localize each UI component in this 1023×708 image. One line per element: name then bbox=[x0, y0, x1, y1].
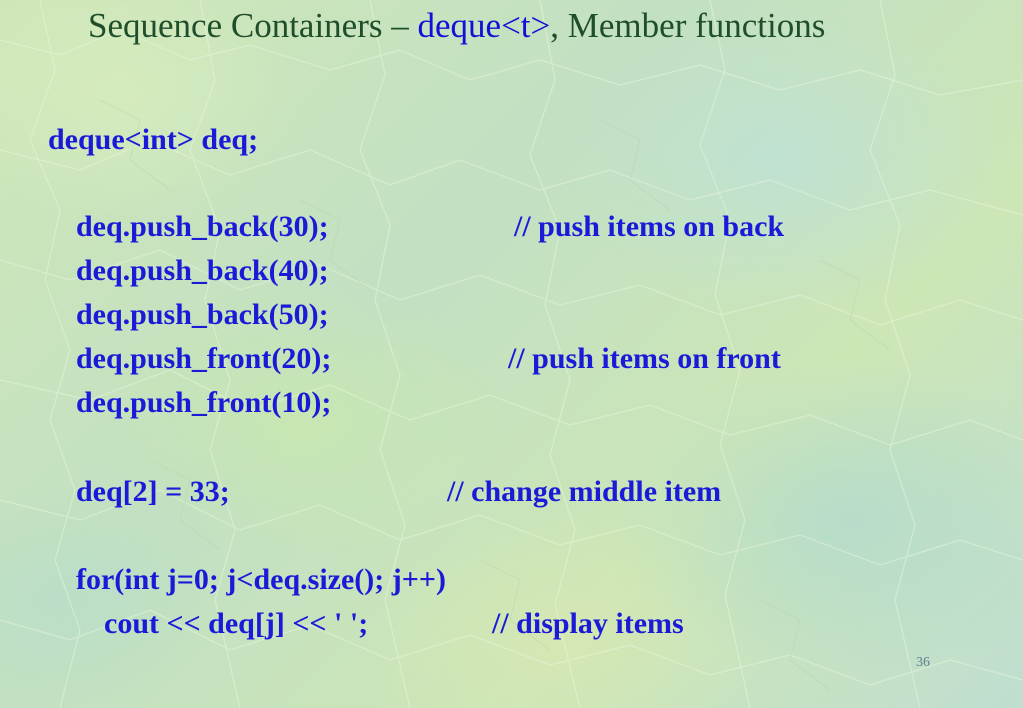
slide-number: 36 bbox=[916, 655, 930, 670]
code-line: deq.push_back(40); bbox=[76, 254, 329, 287]
code-line: deq.push_back(30); bbox=[76, 210, 329, 243]
code-line: deq.push_front(20); bbox=[76, 342, 332, 375]
code-line-declaration: deque<int> deq; bbox=[48, 123, 259, 156]
title-accent: deque<t> bbox=[417, 6, 551, 45]
code-block: deque<int> deq; deq.push_back(30); // pu… bbox=[48, 0, 948, 708]
code-line: cout << deq[j] << ' '; bbox=[104, 607, 369, 640]
title-suffix: , Member functions bbox=[550, 6, 826, 45]
slide-title: Sequence Containers – deque<t>, Member f… bbox=[88, 4, 968, 48]
code-line: for(int j=0; j<deq.size(); j++) bbox=[76, 563, 446, 596]
title-prefix: Sequence Containers – bbox=[88, 6, 418, 45]
code-comment: // push items on front bbox=[508, 342, 781, 375]
code-line: deq[2] = 33; bbox=[76, 475, 230, 508]
code-comment: // display items bbox=[492, 607, 684, 640]
code-comment: // push items on back bbox=[514, 210, 785, 243]
code-comment: // change middle item bbox=[447, 475, 722, 508]
code-line: deq.push_front(10); bbox=[76, 386, 332, 419]
code-line: deq.push_back(50); bbox=[76, 298, 329, 331]
